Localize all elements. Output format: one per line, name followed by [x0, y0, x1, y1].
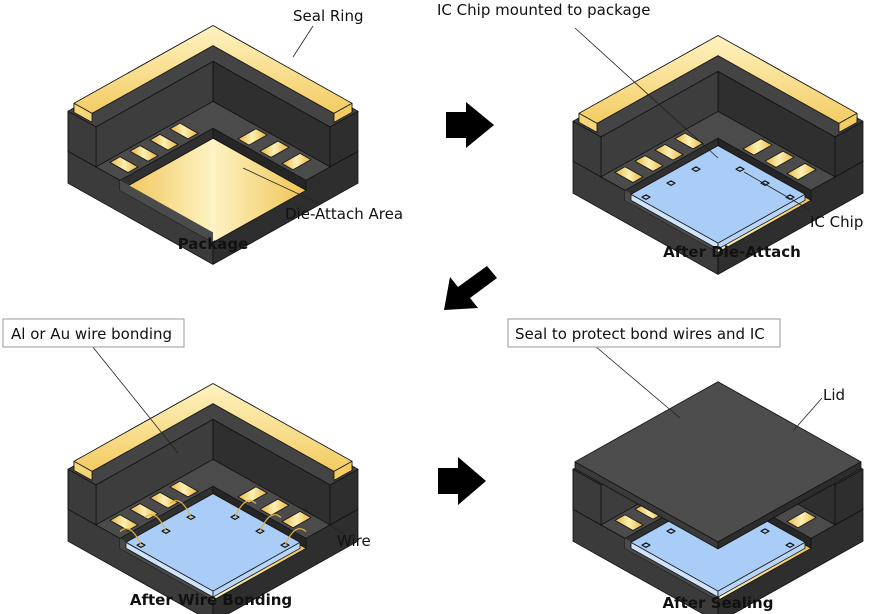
seal-ring-end-right — [333, 460, 353, 481]
wall-top — [67, 29, 359, 128]
package-step-1 — [67, 25, 359, 265]
chip-bond-pad — [641, 194, 651, 200]
bond-pad-right — [259, 140, 290, 158]
leader-seal — [594, 345, 681, 419]
bond-pad-left — [109, 514, 139, 531]
leader-ic-chip-mounted — [574, 27, 719, 159]
bond-pad-left — [674, 132, 704, 150]
bond-pad-left — [654, 143, 684, 161]
chip-bond-pad — [785, 194, 795, 200]
seal-ring-end-left — [73, 460, 93, 481]
label-ic-chip: IC Chip — [810, 213, 863, 231]
wall-top — [67, 387, 359, 486]
bond-pad-left — [614, 166, 644, 183]
leader-lid — [792, 397, 823, 432]
ic-chip-top — [125, 493, 301, 592]
chip-bond-pad — [666, 528, 676, 534]
callout-seal: Seal to protect bond wires and IC — [515, 325, 765, 343]
bond-pad-right — [237, 128, 268, 146]
bond-pad-right — [281, 153, 312, 171]
seal-ring-end-left — [73, 102, 93, 123]
arrow-right-icon-2 — [438, 457, 486, 505]
wall-top — [572, 39, 864, 138]
leader-seal-ring — [292, 25, 314, 58]
chip-bond-pad — [760, 528, 770, 534]
bond-pad-right — [764, 150, 795, 168]
bond-pad-left — [614, 514, 644, 531]
seal-ring-end-right — [838, 112, 858, 133]
caption-after-die-attach: After Die-Attach — [663, 243, 801, 261]
ic-chip-top — [630, 145, 806, 244]
leader-wire — [301, 507, 345, 535]
bond-pad-right — [742, 138, 773, 156]
callout-box-wire-bonding — [2, 318, 185, 348]
arrow-right-icon — [446, 102, 494, 148]
bond-pad-left — [634, 155, 664, 172]
bond-pad-left — [149, 133, 179, 151]
label-ic-chip-mounted: IC Chip mounted to package — [437, 1, 650, 19]
label-lid: Lid — [823, 386, 845, 404]
bond-pad-right — [786, 163, 817, 181]
leader-wire-bonding — [91, 345, 179, 454]
caption-after-sealing: After Sealing — [663, 594, 774, 612]
callout-wire-bonding: Al or Au wire bonding — [11, 325, 172, 343]
bond-wire — [169, 500, 192, 518]
package-step-4-sealed — [572, 381, 864, 614]
seal-ring-end-right — [333, 102, 353, 123]
label-die-attach-area: Die-Attach Area — [285, 205, 403, 223]
chip-bond-pad — [785, 542, 795, 548]
chip-bond-pad — [641, 542, 651, 548]
seal-ring-end-left — [578, 112, 598, 133]
bond-pad-right — [281, 511, 312, 529]
bond-wire — [119, 528, 142, 546]
bond-pad-left — [149, 491, 179, 509]
bond-wire — [144, 514, 167, 532]
bond-pad-right — [237, 486, 268, 504]
leader-die-attach — [242, 167, 319, 204]
label-seal-ring: Seal Ring — [293, 7, 364, 25]
chip-bond-pad — [691, 166, 701, 172]
bond-wire — [284, 528, 307, 546]
bond-pad-left — [169, 480, 199, 498]
bond-pad-left — [169, 122, 199, 140]
bond-pad-right — [786, 511, 817, 529]
chip-bond-pad — [666, 180, 676, 186]
caption-after-wire-bonding: After Wire Bonding — [130, 591, 292, 609]
lid-top — [574, 381, 862, 543]
arrow-down-left-icon — [444, 266, 497, 310]
front-lip-left — [120, 180, 213, 243]
label-wire: Wire — [337, 532, 371, 550]
bond-pad-left — [109, 156, 139, 173]
bond-pad-left — [129, 145, 159, 162]
leader-ic-chip — [743, 171, 811, 211]
bond-pad-left — [129, 503, 159, 520]
chip-bond-pad — [735, 166, 745, 172]
callout-box-seal — [507, 318, 781, 348]
package-step-3-wire-bonding — [67, 383, 359, 614]
caption-package: Package — [178, 235, 249, 253]
bond-wire — [259, 514, 282, 532]
package-step-2-die-attach — [572, 35, 864, 275]
bond-wire — [234, 500, 257, 518]
